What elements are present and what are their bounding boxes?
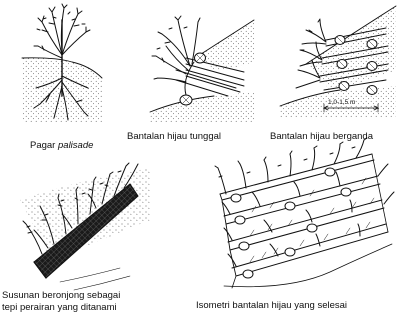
caption-gabion-line2: tepi perairan yang ditanami <box>2 302 120 314</box>
caption-double-cushion: Bantalan hijau berganda <box>270 131 373 143</box>
gabion-bank-sketch <box>20 163 150 290</box>
dimension-label: 1,0-1,5 m <box>328 99 355 106</box>
dimension-text: 1,0-1,5 m <box>328 99 355 106</box>
caption-palisade: Pagar palisade <box>30 140 93 152</box>
caption-isometric: Isometri bantalan hijau yang selesai <box>196 300 347 312</box>
caption-palisade-prefix: Pagar <box>30 140 58 151</box>
caption-palisade-italic: palisade <box>58 140 93 151</box>
single-green-cushion-sketch <box>150 12 254 122</box>
caption-gabion: Susunan beronjong sebagai tepi perairan … <box>2 290 120 314</box>
isometric-cushion-sketch <box>215 138 394 288</box>
palisade-fence-sketch <box>22 4 102 122</box>
caption-gabion-line1: Susunan beronjong sebagai <box>2 290 120 302</box>
caption-single-cushion: Bantalan hijau tunggal <box>127 131 221 143</box>
